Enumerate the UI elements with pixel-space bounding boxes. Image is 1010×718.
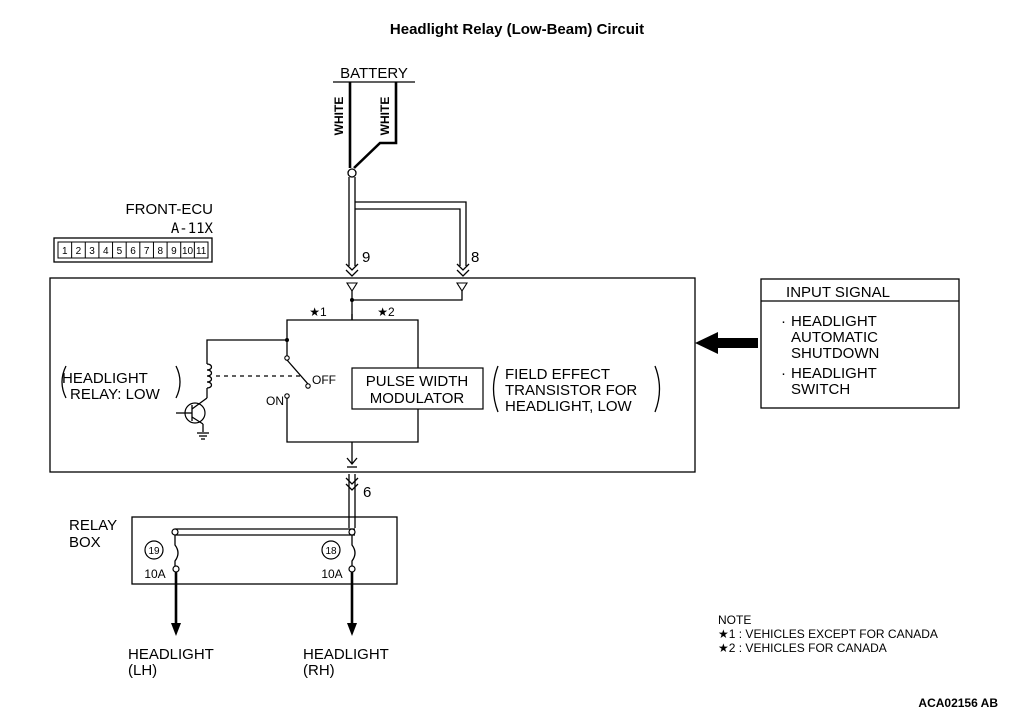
- connector-pin-3: 3: [89, 246, 95, 257]
- input-item1-line2: AUTOMATIC: [791, 329, 878, 346]
- switch-off-label: OFF: [312, 373, 336, 387]
- ecu-box: [49, 277, 696, 473]
- arrow-lh-icon: [171, 623, 181, 636]
- input-arrow: [695, 332, 758, 354]
- headlight-rh-line1: HEADLIGHT: [303, 646, 389, 663]
- input-item1-dot: ·: [781, 313, 786, 330]
- input-item2-dot: ·: [781, 365, 786, 382]
- fet-line1: FIELD EFFECT: [505, 366, 610, 383]
- headlight-outputs: HEADLIGHT (LH) HEADLIGHT (RH): [128, 572, 389, 679]
- paren-right: [175, 365, 181, 399]
- note-line2: ★2 : VEHICLES FOR CANADA: [718, 641, 887, 655]
- switch-on-label: ON: [266, 394, 284, 408]
- fuse-18-badge: [321, 540, 341, 560]
- input-item2-line2: SWITCH: [791, 381, 850, 398]
- wire-color-right: WHITE: [378, 97, 392, 136]
- headlight-lh-line2: (LH): [128, 662, 157, 679]
- figure-code: ACA02156 AB: [918, 696, 998, 710]
- input-signal: INPUT SIGNAL · HEADLIGHT AUTOMATIC SHUTD…: [695, 278, 960, 409]
- splice-point: [347, 168, 357, 178]
- headlight-relay: HEADLIGHT RELAY: LOW OFF ON: [61, 326, 336, 440]
- paren-left: [61, 365, 67, 399]
- input-signal-title: INPUT SIGNAL: [786, 284, 890, 301]
- input-item1-line3: SHUTDOWN: [791, 345, 879, 362]
- relay-label-line1: HEADLIGHT: [62, 370, 148, 387]
- arrow-rh-icon: [347, 623, 357, 636]
- headlight-rh-line2: (RH): [303, 662, 335, 679]
- input-item1-line1: HEADLIGHT: [791, 313, 877, 330]
- star1-mark: ★1: [309, 305, 327, 319]
- relay-switch-blade: [286, 359, 309, 385]
- fuse-19-rating: 10A: [144, 567, 165, 581]
- connector-pin-7: 7: [144, 246, 150, 257]
- fuse-19-number: 19: [148, 546, 160, 557]
- fuse-19-badge: [144, 540, 164, 560]
- diagram-title: Headlight Relay (Low-Beam) Circuit: [390, 21, 644, 38]
- fet-line3: HEADLIGHT, LOW: [505, 398, 633, 415]
- ecu-output-terminal: [346, 452, 358, 468]
- pin-8-label: 8: [471, 249, 479, 266]
- star2-mark: ★2: [377, 305, 395, 319]
- fuse-18-icon: [351, 535, 356, 566]
- ecu-input-wires: 9 8: [345, 177, 479, 277]
- variant-brackets: ★1 ★2: [286, 305, 419, 452]
- note: NOTE ★1 : VEHICLES EXCEPT FOR CANADA ★2 …: [718, 613, 938, 655]
- ecu-connector-code: A-11X: [171, 221, 214, 237]
- connector-pin-1: 1: [62, 246, 68, 257]
- pin-6-label: 6: [363, 484, 371, 501]
- battery-wire-right: [353, 82, 398, 169]
- connector-pin-5: 5: [117, 246, 123, 257]
- relay-label-line2: RELAY: LOW: [70, 386, 161, 403]
- relay-coil: [206, 363, 213, 389]
- fet-line2: TRANSISTOR FOR: [505, 382, 637, 399]
- connector-pin-2: 2: [76, 246, 82, 257]
- connector-pin-11: 11: [196, 246, 207, 257]
- note-line1: ★1 : VEHICLES EXCEPT FOR CANADA: [718, 627, 938, 641]
- note-heading: NOTE: [718, 613, 751, 627]
- relay-box-line1: RELAY: [69, 517, 117, 534]
- fuse-18-number: 18: [325, 546, 337, 557]
- pwm-line1: PULSE WIDTH: [366, 373, 469, 390]
- fuse-19-icon: [174, 535, 179, 566]
- ecu-name: FRONT-ECU: [126, 201, 214, 218]
- battery: BATTERY WHITE WHITE: [332, 65, 415, 178]
- connector-pin-4: 4: [103, 246, 109, 257]
- connector-pin-8: 8: [157, 246, 163, 257]
- connector-pin-6: 6: [130, 246, 136, 257]
- relay-box-line2: BOX: [69, 534, 101, 551]
- headlight-lh-line1: HEADLIGHT: [128, 646, 214, 663]
- fuse-18-rating: 10A: [321, 567, 342, 581]
- input-item2-line1: HEADLIGHT: [791, 365, 877, 382]
- pwm-line2: MODULATOR: [370, 390, 465, 407]
- pin-9-label: 9: [362, 249, 370, 266]
- pulse-width-modulator: PULSE WIDTH MODULATOR: [351, 367, 484, 410]
- fet-label: FIELD EFFECT TRANSISTOR FOR HEADLIGHT, L…: [492, 365, 661, 415]
- battery-label: BATTERY: [340, 65, 408, 82]
- relay-box: RELAY BOX 19 10A 18 10A: [69, 516, 398, 585]
- connector-pin-10: 10: [182, 246, 194, 257]
- wire-color-left: WHITE: [332, 97, 346, 136]
- output-wire: 6: [345, 474, 371, 528]
- ecu-internal-terminals: [346, 282, 468, 320]
- connector-pin-9: 9: [171, 246, 177, 257]
